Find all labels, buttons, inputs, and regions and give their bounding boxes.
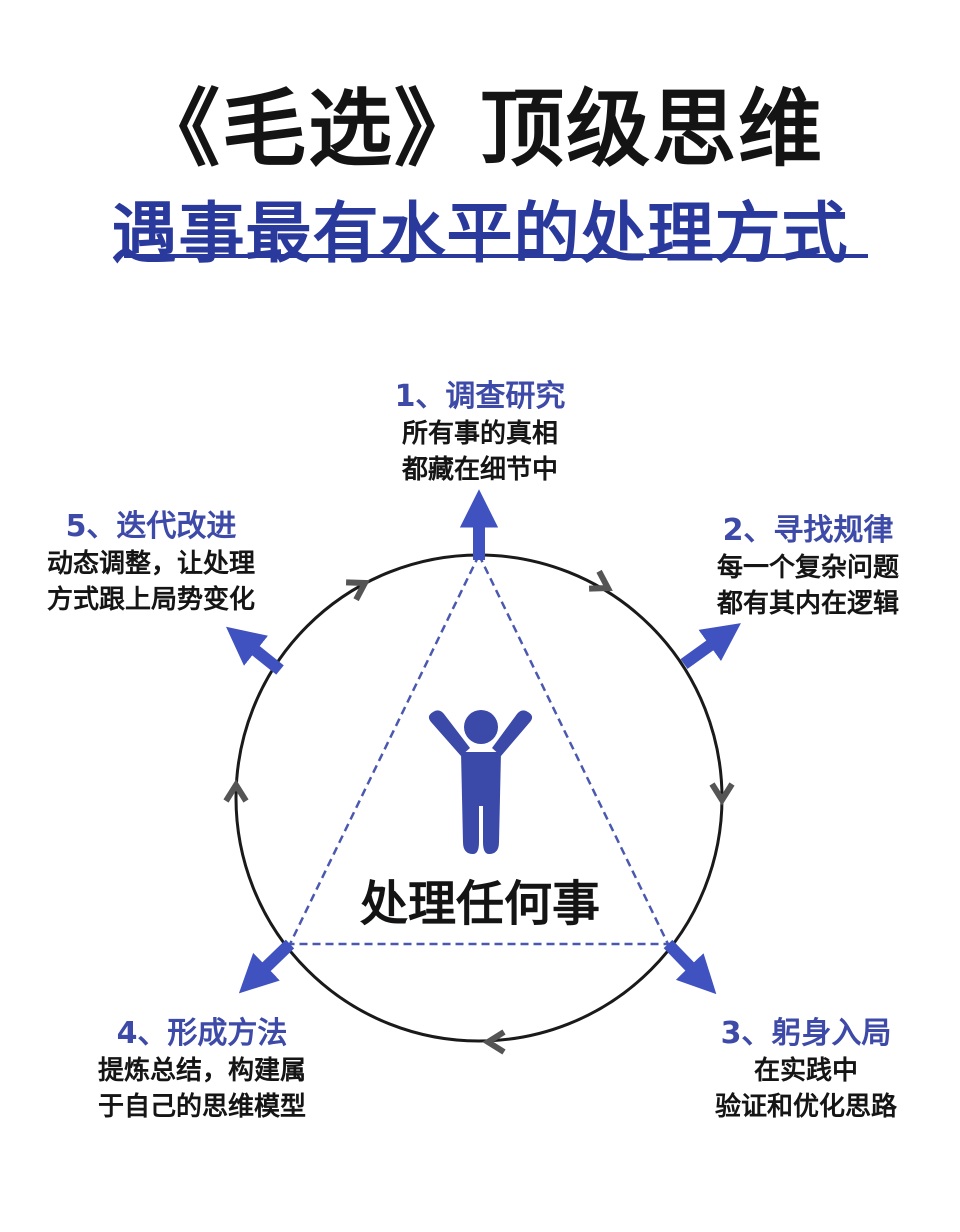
step-desc-line: 于自己的思维模型 [97,1092,306,1122]
chevron-icon [223,779,249,803]
step-desc-line: 都藏在细节中 [401,455,558,485]
step-desc-line: 方式跟上局势变化 [46,585,255,615]
arrow-to-step-2 [680,623,741,669]
step-desc-line: 动态调整，让处理 [46,549,255,579]
arrow-to-step-5 [226,626,284,675]
chevron-icon [588,569,613,592]
step-2-find-patterns: 2、寻找规律 每一个复杂问题 都有其内在逻辑 [668,512,948,622]
step-1-investigate: 1、调查研究 所有事的真相 都藏在细节中 [330,378,630,488]
main-title: 《毛选》顶级思维 [135,80,824,178]
step-desc-line: 验证和优化思路 [714,1092,897,1122]
chevron-icon [482,1029,506,1055]
step-5-iterate: 5、迭代改进 动态调整，让处理 方式跟上局势变化 [10,508,292,618]
center-label: 处理任何事 [359,876,600,932]
subtitle-underline [124,254,868,258]
subtitle: 遇事最有水平的处理方式 [111,195,849,272]
step-title: 1、调查研究 [394,379,566,414]
step-3-get-involved: 3、躬身入局 在实践中 验证和优化思路 [664,1015,948,1125]
step-desc-line: 每一个复杂问题 [716,553,899,583]
step-desc-line: 所有事的真相 [401,419,558,449]
step-desc-line: 提炼总结，构建属 [97,1056,306,1086]
step-4-form-method: 4、形成方法 提炼总结，构建属 于自己的思维模型 [60,1015,344,1125]
person-arms-raised-icon [428,710,533,854]
chevron-icon [709,782,735,806]
step-title: 4、形成方法 [116,1016,288,1051]
step-desc-line: 都有其内在逻辑 [716,589,899,619]
arrow-to-step-3 [663,939,717,995]
step-title: 2、寻找规律 [722,513,894,548]
chevron-icon [345,579,370,602]
step-desc-line: 在实践中 [753,1056,858,1086]
step-title: 3、躬身入局 [720,1016,892,1051]
arrow-to-step-4 [238,939,295,994]
step-title: 5、迭代改进 [65,509,237,544]
